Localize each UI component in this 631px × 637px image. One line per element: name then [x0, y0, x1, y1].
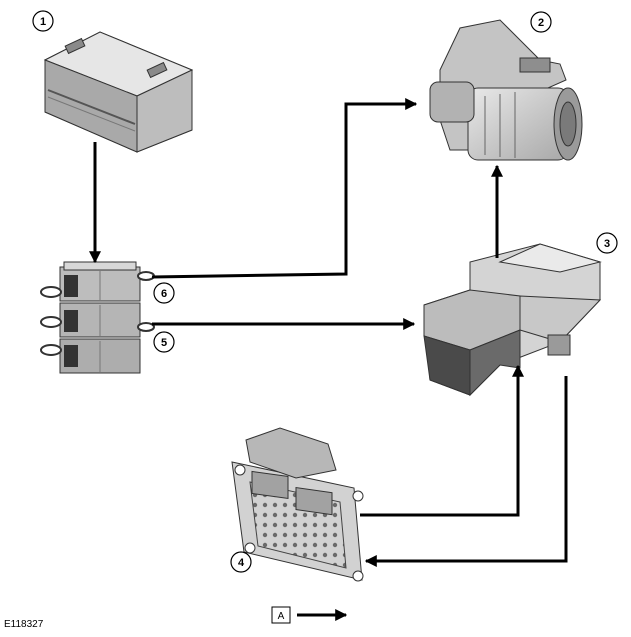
flow-arrow-junction-box-to-module [364, 376, 568, 567]
legend-key: A [271, 606, 348, 624]
callout-number: 4 [238, 557, 245, 569]
callout-number: 6 [161, 288, 167, 300]
callout-number: 2 [538, 17, 544, 29]
fuse-relay-icon [40, 338, 141, 374]
callout-number: 1 [40, 16, 46, 28]
battery-icon [43, 31, 194, 153]
callout-3: 3 [596, 232, 618, 254]
figure-reference-code: E118327 [4, 619, 44, 630]
callout-2: 2 [530, 11, 552, 33]
junction-box-icon [423, 243, 602, 397]
callout-1: 1 [32, 10, 54, 32]
callout-number: 5 [161, 337, 167, 349]
fuse-relay-block [40, 261, 155, 374]
control-module-icon [231, 427, 364, 582]
fuse-relay-icon [40, 261, 155, 302]
flow-arrow-module-to-junction-box [360, 364, 524, 517]
fuse-relay-icon [40, 302, 155, 338]
callout-5: 5 [153, 331, 175, 353]
legend-label: A [278, 611, 285, 622]
flow-arrow-fuse-block-to-starter [151, 98, 418, 279]
callout-number: 3 [604, 238, 610, 250]
callout-6: 6 [153, 282, 175, 304]
starter-motor-icon [429, 19, 583, 161]
callout-4: 4 [230, 551, 252, 573]
